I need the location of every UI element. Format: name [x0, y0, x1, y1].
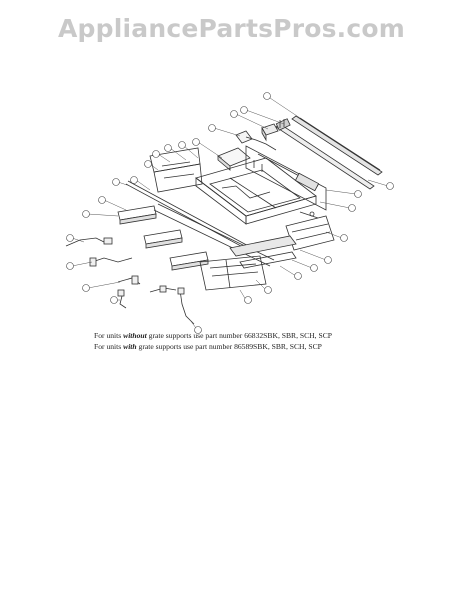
note-2-prefix: For units	[94, 342, 124, 351]
part-burner-pan-3	[169, 251, 209, 271]
note-2-emphasis: with	[123, 342, 137, 351]
part-ignitor-2	[89, 257, 133, 267]
note-with-grate-supports: For units with grate supports use part n…	[94, 342, 322, 351]
note-1-suffix: grate supports use part number 66832SBK,…	[146, 331, 332, 340]
watermark-logo: AppliancePartsPros.com	[57, 14, 406, 43]
part-lower-rail	[229, 235, 297, 269]
part-lower-grate	[199, 255, 267, 291]
part-rod-upper	[291, 115, 383, 176]
part-small-box	[261, 123, 279, 142]
note-without-grate-supports: For units without grate supports use par…	[94, 331, 332, 340]
part-ignitor-4	[117, 289, 127, 309]
note-2-suffix: grate supports use part number 86589SBK,…	[136, 342, 322, 351]
part-ignitor-6	[177, 287, 195, 325]
part-main-tray	[195, 157, 317, 225]
part-ignitor-1	[65, 237, 113, 247]
note-1-prefix: For units	[94, 331, 124, 340]
part-left-bracket	[149, 147, 203, 193]
part-burner-pan-2	[143, 229, 183, 249]
note-1-emphasis: without	[123, 331, 147, 340]
part-switch-box	[217, 147, 251, 171]
part-ignitor-5	[149, 285, 177, 293]
part-cylinder	[275, 118, 291, 131]
part-burner-tube	[125, 180, 255, 253]
part-ignitor-3	[117, 275, 141, 285]
part-burner-pan-1	[117, 205, 157, 225]
part-connector	[235, 130, 277, 151]
part-rear-panel	[245, 145, 327, 211]
